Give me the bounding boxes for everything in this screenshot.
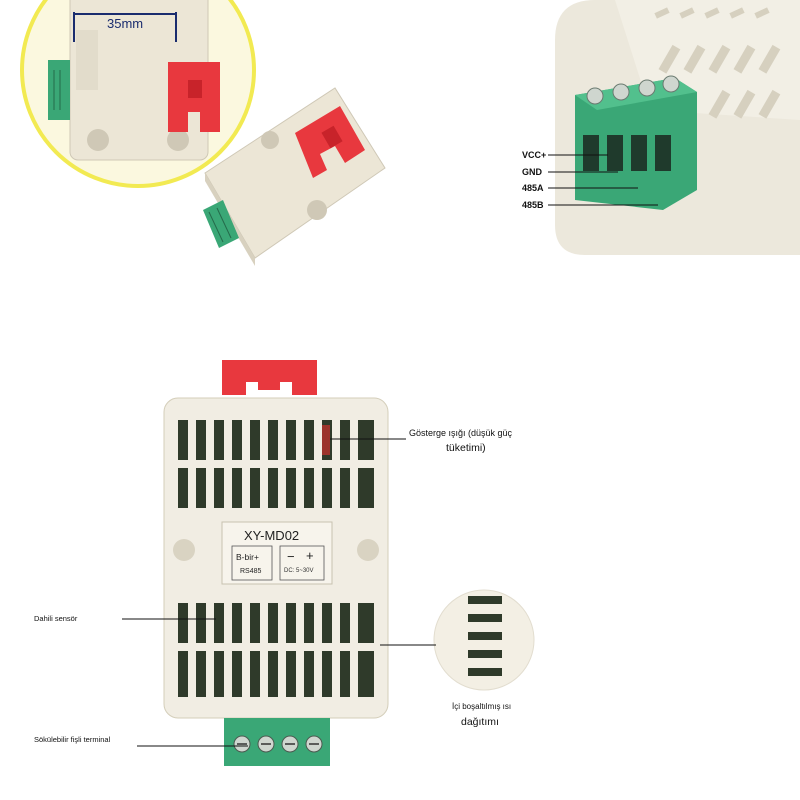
din-rail-detail-circle: [18, 0, 258, 190]
heat-annotation-line1: İçi boşaltılmış ısı: [452, 702, 512, 711]
heat-vent-zoom-circle: [432, 588, 536, 692]
module-angled-view: [195, 78, 395, 268]
pin-label-vcc: VCC+: [522, 150, 547, 160]
left-box-top-label: B-bir+: [236, 552, 259, 562]
terminal-annotation: Sökülebilir fişli terminal: [34, 735, 111, 744]
voltage-label: DC: 5~30V: [284, 568, 314, 574]
plus-symbol: +: [306, 548, 314, 563]
terminal-closeup: [555, 0, 800, 255]
indicator-annotation-line2: tüketimi): [446, 442, 486, 454]
indicator-annotation-line1: Gösterge ışığı (düşük güç: [409, 428, 513, 438]
minus-symbol: −: [287, 549, 295, 564]
device-model-label: XY-MD02: [244, 528, 300, 543]
pin-leader-lines: [548, 150, 668, 210]
pin-label-485a: 485A: [522, 183, 544, 193]
internal-sensor-annotation: Dahili sensör: [34, 614, 78, 623]
heat-annotation-line2: dağıtımı: [461, 716, 499, 728]
pin-label-gnd: GND: [522, 167, 542, 177]
device-front-view: [162, 360, 392, 770]
left-box-bottom-label: RS485: [240, 568, 262, 575]
dimension-label: 35mm: [107, 16, 144, 31]
pin-label-485b: 485B: [522, 200, 544, 210]
